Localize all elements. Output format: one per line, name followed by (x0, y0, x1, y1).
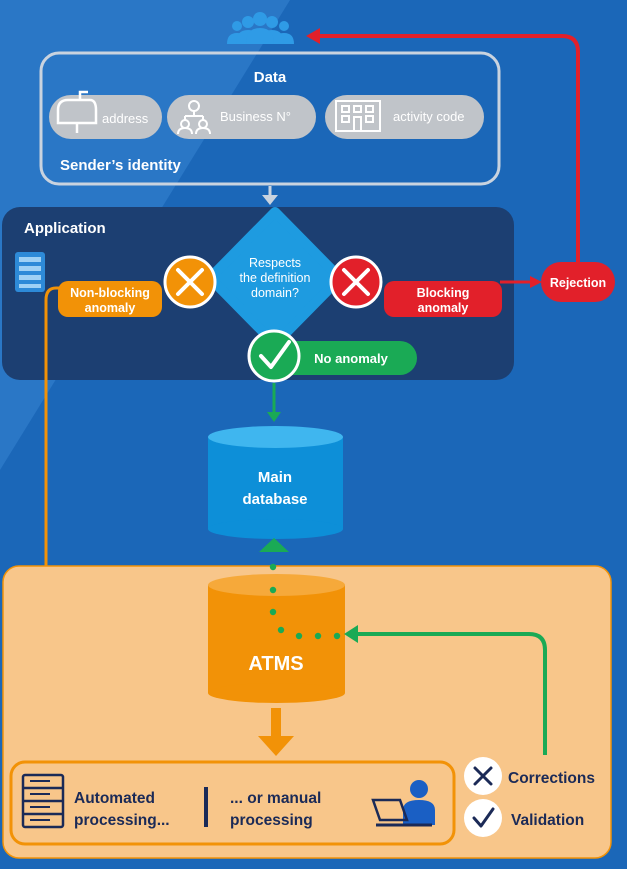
main-db-line-1: Main (258, 469, 292, 486)
atms-panel (2, 565, 612, 859)
corrections-label: Corrections (508, 770, 595, 787)
server-icon (15, 252, 45, 292)
blocking-cross-icon (329, 255, 383, 309)
non-blocking-line-2: anomaly (85, 301, 136, 315)
building-icon (335, 100, 381, 132)
manual-line-2: processing (230, 812, 313, 829)
data-item-address-label: address (102, 111, 149, 126)
corrections-to-atms-arrowhead (344, 625, 358, 643)
processing-divider (204, 787, 208, 827)
non-blocking-anomaly-pill (58, 281, 162, 317)
no-anomaly-check-icon (247, 329, 301, 383)
data-item-business-number-label: Business N° (220, 109, 291, 124)
decision-line-1: Respects (249, 256, 301, 270)
data-box-footer: Sender’s identity (60, 157, 182, 174)
non-blocking-cross-icon (163, 255, 217, 309)
atms-to-processing-line (271, 708, 281, 738)
application-title: Application (24, 220, 106, 237)
non-blocking-line-1: Non-blocking (70, 286, 150, 300)
no-anomaly-to-db-arrowhead (267, 412, 281, 422)
blocking-line-2: anomaly (418, 301, 469, 315)
atms-label: ATMS (248, 653, 303, 675)
automated-line-2: processing... (74, 812, 170, 829)
rejection-return-arrowhead (306, 28, 320, 44)
validation-check-icon (464, 799, 502, 837)
corrections-cross-icon (464, 757, 502, 795)
person-laptop-icon (371, 780, 435, 827)
atms-dotted-path (269, 563, 341, 640)
atms-to-processing-arrowhead (258, 736, 294, 756)
main-database-cylinder (208, 426, 343, 539)
blocking-anomaly-pill (384, 281, 502, 317)
data-to-application-arrowhead (262, 195, 278, 205)
blocking-to-rejection-arrowhead (530, 276, 542, 288)
manual-line-1: ... or manual (230, 790, 321, 807)
data-box-title: Data (254, 69, 287, 86)
no-anomaly-pill (272, 341, 417, 375)
server-rack-icon (21, 773, 65, 829)
org-chart-icon (177, 100, 211, 135)
data-item-activity-code-label: activity code (393, 109, 465, 124)
rejection-return-line (316, 34, 580, 262)
decision-line-3: domain? (251, 286, 299, 300)
validation-label: Validation (511, 812, 584, 829)
atms-to-db-arrowhead (259, 538, 289, 552)
data-item-activity-code (325, 95, 484, 139)
processing-box (9, 760, 456, 846)
atms-cylinder (208, 574, 345, 703)
rejection-pill (541, 262, 615, 302)
rejection-label: Rejection (550, 276, 606, 290)
no-anomaly-label: No anomaly (314, 351, 388, 366)
people-group-icon (227, 12, 294, 44)
data-box (39, 51, 501, 186)
main-db-line-2: database (242, 491, 307, 508)
blocking-line-1: Blocking (417, 286, 470, 300)
corrections-to-atms-line (356, 632, 547, 755)
automated-line-1: Automated (74, 790, 155, 807)
mailbox-icon (56, 90, 98, 133)
decision-line-2: the definition (240, 271, 311, 285)
